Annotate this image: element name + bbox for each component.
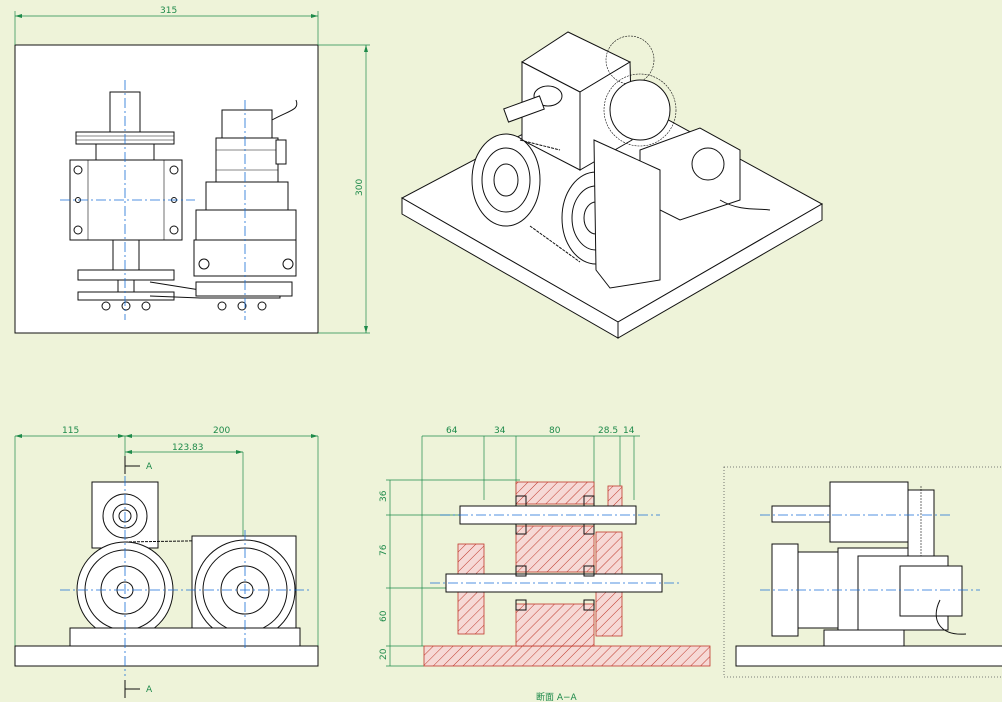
dim-width: 315 — [160, 6, 177, 16]
isometric-view — [400, 31, 824, 339]
gearbox-top — [69, 91, 183, 311]
dim-h4: 28.5 — [598, 426, 618, 436]
section-view: 64 34 80 28.5 14 36 76 60 20 断面 A−A — [379, 426, 711, 702]
dim-right: 200 — [213, 426, 230, 436]
front-view: 115 200 123.83 A A — [14, 426, 319, 698]
dim-left: 115 — [62, 426, 79, 436]
lower-shaft — [445, 573, 663, 593]
dim-v1: 36 — [379, 490, 389, 502]
base-plate-side — [735, 645, 1002, 667]
dim-h3: 80 — [549, 426, 561, 436]
section-base — [423, 645, 711, 667]
top-view: 315 300 — [14, 6, 370, 334]
section-mark-bottom: A — [146, 685, 153, 695]
section-caption: 断面 A−A — [536, 691, 578, 702]
dim-v2: 76 — [379, 544, 389, 556]
dim-h5: 14 — [623, 426, 635, 436]
section-mark-top: A — [146, 462, 153, 472]
dim-h2: 34 — [494, 426, 506, 436]
side-view — [723, 466, 1002, 678]
dim-height: 300 — [355, 179, 365, 196]
dim-offset: 123.83 — [172, 443, 204, 453]
selection-frame — [723, 466, 1002, 678]
base-plate-front — [14, 645, 319, 667]
dim-v4: 20 — [379, 648, 389, 660]
dim-v3: 60 — [379, 610, 389, 622]
dim-h1: 64 — [446, 426, 458, 436]
